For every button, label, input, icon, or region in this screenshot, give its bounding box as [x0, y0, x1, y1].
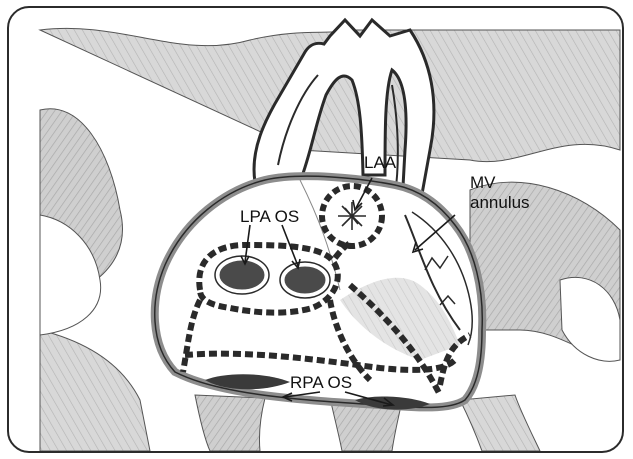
lpa-os-left — [218, 259, 266, 291]
lpa-os-right — [283, 265, 327, 295]
label-laa: LAA — [364, 153, 397, 172]
label-lpa-os: LPA OS — [240, 207, 299, 226]
laa-os — [338, 202, 366, 230]
label-mv-annulus: annulus — [470, 193, 530, 212]
background-vessel-bottom-left — [195, 395, 265, 451]
label-mv: MV — [470, 173, 496, 192]
background-tissue-bottom — [40, 330, 150, 451]
background-vessel-bottom-right — [460, 395, 540, 451]
label-rpa-os: RPA OS — [290, 373, 352, 392]
